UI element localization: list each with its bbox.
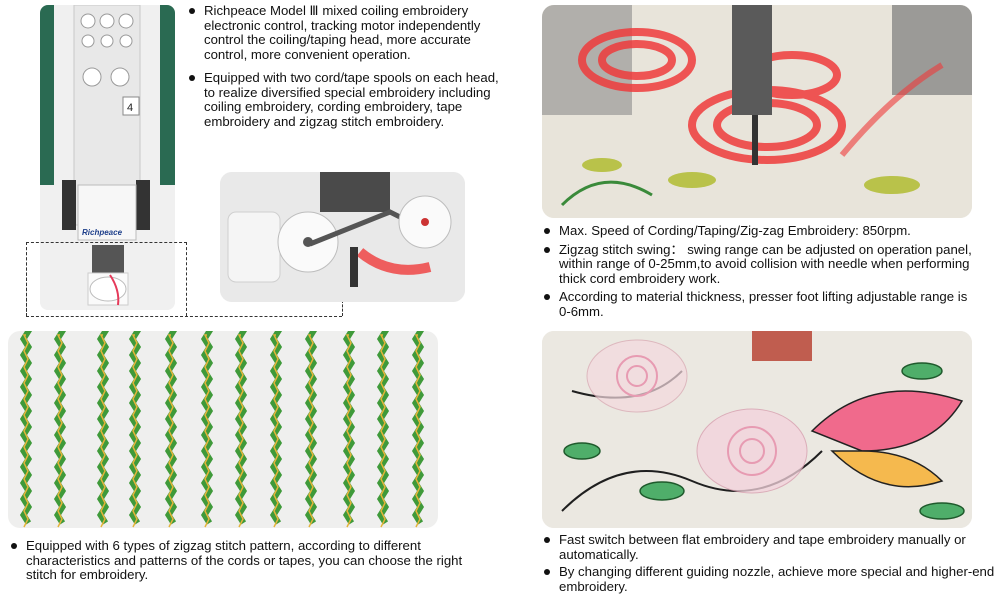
zigzag-stitch (345, 334, 352, 528)
callout-dashed-frame (26, 242, 187, 317)
callout-dashed-frame-right (186, 242, 187, 316)
top-left-text-block: Richpeace Model Ⅲ mixed coiling embroide… (186, 3, 506, 138)
zigzag-stitch (414, 334, 421, 528)
zigzag-stitch (272, 334, 279, 528)
zigzag-stitch (379, 334, 386, 528)
callout-dashed-up (342, 300, 343, 316)
zigzag-cord (411, 331, 425, 525)
bottom-left-text-block: Equipped with 6 types of zigzag stitch p… (8, 538, 478, 592)
zigzag-stitch (131, 334, 138, 528)
zigzag-cords-illustration (19, 331, 425, 528)
zigzag-cord (19, 331, 33, 525)
feature-bullet: Zigzag stitch swing： swing range can be … (541, 242, 981, 287)
feature-bullet: Equipped with two cord/tape spools on ea… (186, 70, 506, 129)
feature-bullet: Equipped with 6 types of zigzag stitch p… (8, 538, 478, 583)
zigzag-cord (96, 331, 110, 525)
zigzag-cord (128, 331, 142, 525)
zigzag-stitch (237, 334, 244, 528)
zigzag-stitch (307, 334, 314, 528)
spool-closeup-photo (220, 172, 465, 302)
zigzag-stitch (99, 334, 106, 528)
butterfly-embroidery-photo (542, 331, 972, 528)
machine-head-illustration: 4 Richpeace (40, 5, 175, 310)
callout-dashed-line (26, 316, 342, 317)
feature-bullet: Richpeace Model Ⅲ mixed coiling embroide… (186, 3, 506, 62)
top-right-text-block: Max. Speed of Cording/Taping/Zig-zag Emb… (541, 223, 981, 323)
feature-bullet: Fast switch between flat embroidery and … (541, 532, 1000, 562)
callout-dashed-left (26, 242, 27, 316)
ribbon-embroidery-photo (542, 5, 972, 218)
zigzag-cord (53, 331, 67, 525)
feature-bullet: Max. Speed of Cording/Taping/Zig-zag Emb… (541, 223, 981, 239)
zigzag-stitch (203, 334, 210, 528)
brand-logo-text: Richpeace (82, 228, 123, 237)
head-number-label: 4 (127, 102, 133, 114)
zigzag-stitch (22, 334, 29, 528)
zigzag-cord (304, 331, 318, 525)
zigzag-cord (269, 331, 283, 525)
zigzag-cord (234, 331, 248, 525)
feature-bullet: According to material thickness, presser… (541, 289, 981, 319)
zigzag-cord (342, 331, 356, 525)
zigzag-stitch (56, 334, 63, 528)
butterfly-embroidery-illustration (542, 331, 972, 528)
feature-bullet: By changing different guiding nozzle, ac… (541, 564, 1000, 594)
zigzag-cord (376, 331, 390, 525)
zigzag-cord (200, 331, 214, 525)
zigzag-cords-photo (8, 331, 438, 528)
ribbon-embroidery-illustration (542, 5, 972, 218)
zigzag-cord (164, 331, 178, 525)
zigzag-stitch (167, 334, 174, 528)
bottom-right-text-block: Fast switch between flat embroidery and … (541, 532, 1000, 597)
machine-head-photo: 4 Richpeace (40, 5, 175, 310)
spool-illustration (220, 172, 465, 302)
